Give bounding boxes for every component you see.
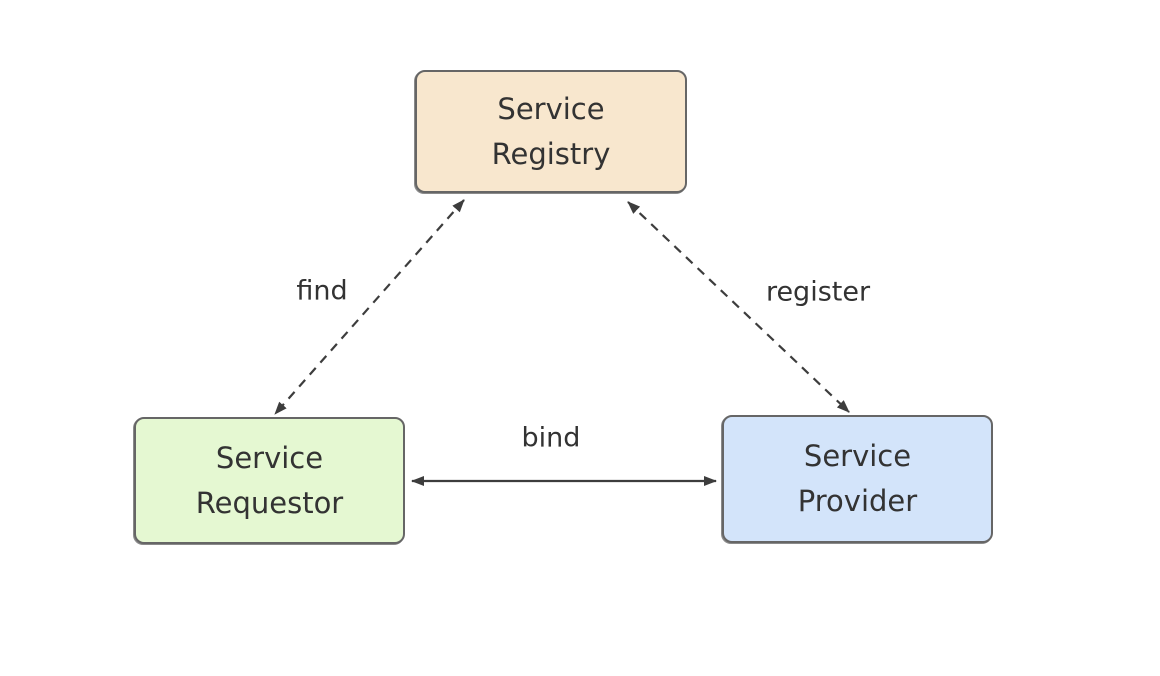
find-edge-line bbox=[274, 199, 465, 415]
edge-label-bind: bind bbox=[521, 422, 581, 454]
node-service-provider[interactable]: Service Provider bbox=[722, 415, 993, 543]
node-service-requestor-label: Service Requestor bbox=[195, 440, 344, 520]
register-edge-line bbox=[627, 201, 850, 413]
edge-label-find: find bbox=[296, 275, 348, 307]
node-service-requestor[interactable]: Service Requestor bbox=[134, 417, 405, 544]
node-service-registry[interactable]: Service Registry bbox=[415, 70, 687, 193]
node-service-registry-label: Service Registry bbox=[491, 91, 611, 171]
edge-label-register: register bbox=[765, 276, 871, 308]
node-service-provider-label: Service Provider bbox=[797, 439, 918, 518]
